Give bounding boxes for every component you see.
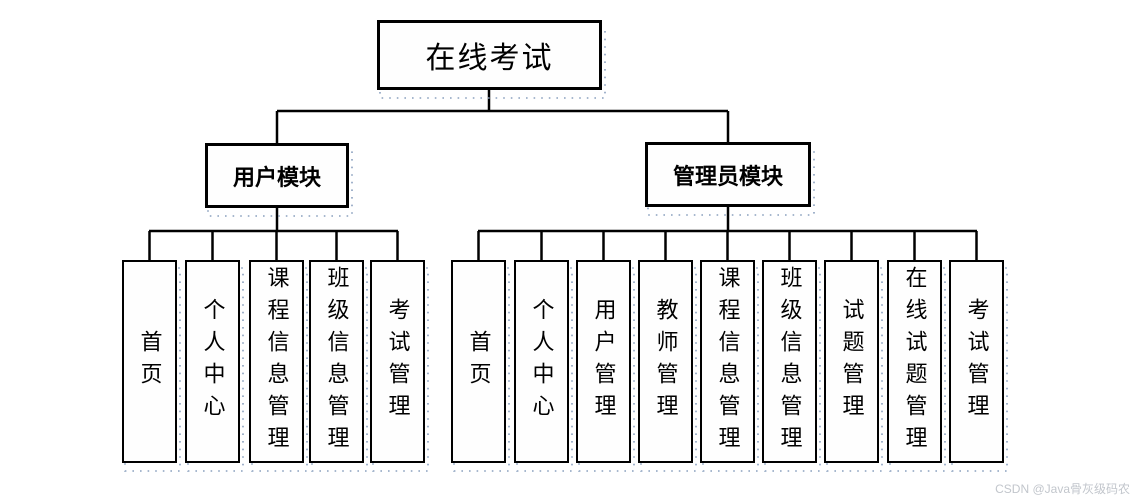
leaf-label: 课程信息管理 bbox=[715, 265, 741, 458]
csdn-watermark: CSDN @Java骨灰级码农 bbox=[995, 482, 1130, 496]
leaf-admin-6[interactable]: 试题管理 bbox=[824, 260, 879, 463]
node-admin-module[interactable]: 管理员模块 bbox=[645, 142, 811, 207]
leaf-admin-7[interactable]: 在线试题管理 bbox=[887, 260, 942, 463]
node-admin-module-label: 管理员模块 bbox=[672, 163, 783, 189]
leaf-user-2[interactable]: 课程信息管理 bbox=[249, 260, 304, 463]
leaf-label: 个人中心 bbox=[200, 297, 226, 426]
leaf-label: 首页 bbox=[466, 329, 492, 394]
leaf-label: 班级信息管理 bbox=[777, 265, 803, 458]
node-root[interactable]: 在线考试 bbox=[377, 20, 602, 90]
leaf-label: 考试管理 bbox=[385, 297, 411, 426]
leaf-label: 班级信息管理 bbox=[324, 265, 350, 458]
leaf-admin-0[interactable]: 首页 bbox=[451, 260, 506, 463]
node-user-module-label: 用户模块 bbox=[232, 164, 321, 190]
leaf-label: 首页 bbox=[137, 329, 163, 394]
leaf-label: 课程信息管理 bbox=[264, 265, 290, 458]
leaf-admin-4[interactable]: 课程信息管理 bbox=[700, 260, 755, 463]
leaf-user-1[interactable]: 个人中心 bbox=[185, 260, 240, 463]
node-user-module[interactable]: 用户模块 bbox=[205, 143, 349, 208]
leaf-label: 教师管理 bbox=[653, 297, 679, 426]
leaf-user-4[interactable]: 考试管理 bbox=[370, 260, 425, 463]
leaf-user-0[interactable]: 首页 bbox=[122, 260, 177, 463]
leaf-admin-5[interactable]: 班级信息管理 bbox=[762, 260, 817, 463]
leaf-label: 在线试题管理 bbox=[902, 265, 928, 458]
node-root-label: 在线考试 bbox=[425, 42, 554, 75]
leaf-admin-1[interactable]: 个人中心 bbox=[514, 260, 569, 463]
leaf-admin-2[interactable]: 用户管理 bbox=[576, 260, 631, 463]
leaf-label: 考试管理 bbox=[964, 297, 990, 426]
leaf-label: 用户管理 bbox=[591, 297, 617, 426]
leaf-admin-8[interactable]: 考试管理 bbox=[949, 260, 1004, 463]
leaf-admin-3[interactable]: 教师管理 bbox=[638, 260, 693, 463]
leaf-user-3[interactable]: 班级信息管理 bbox=[309, 260, 364, 463]
leaf-label: 个人中心 bbox=[529, 297, 555, 426]
leaf-label: 试题管理 bbox=[839, 297, 865, 426]
